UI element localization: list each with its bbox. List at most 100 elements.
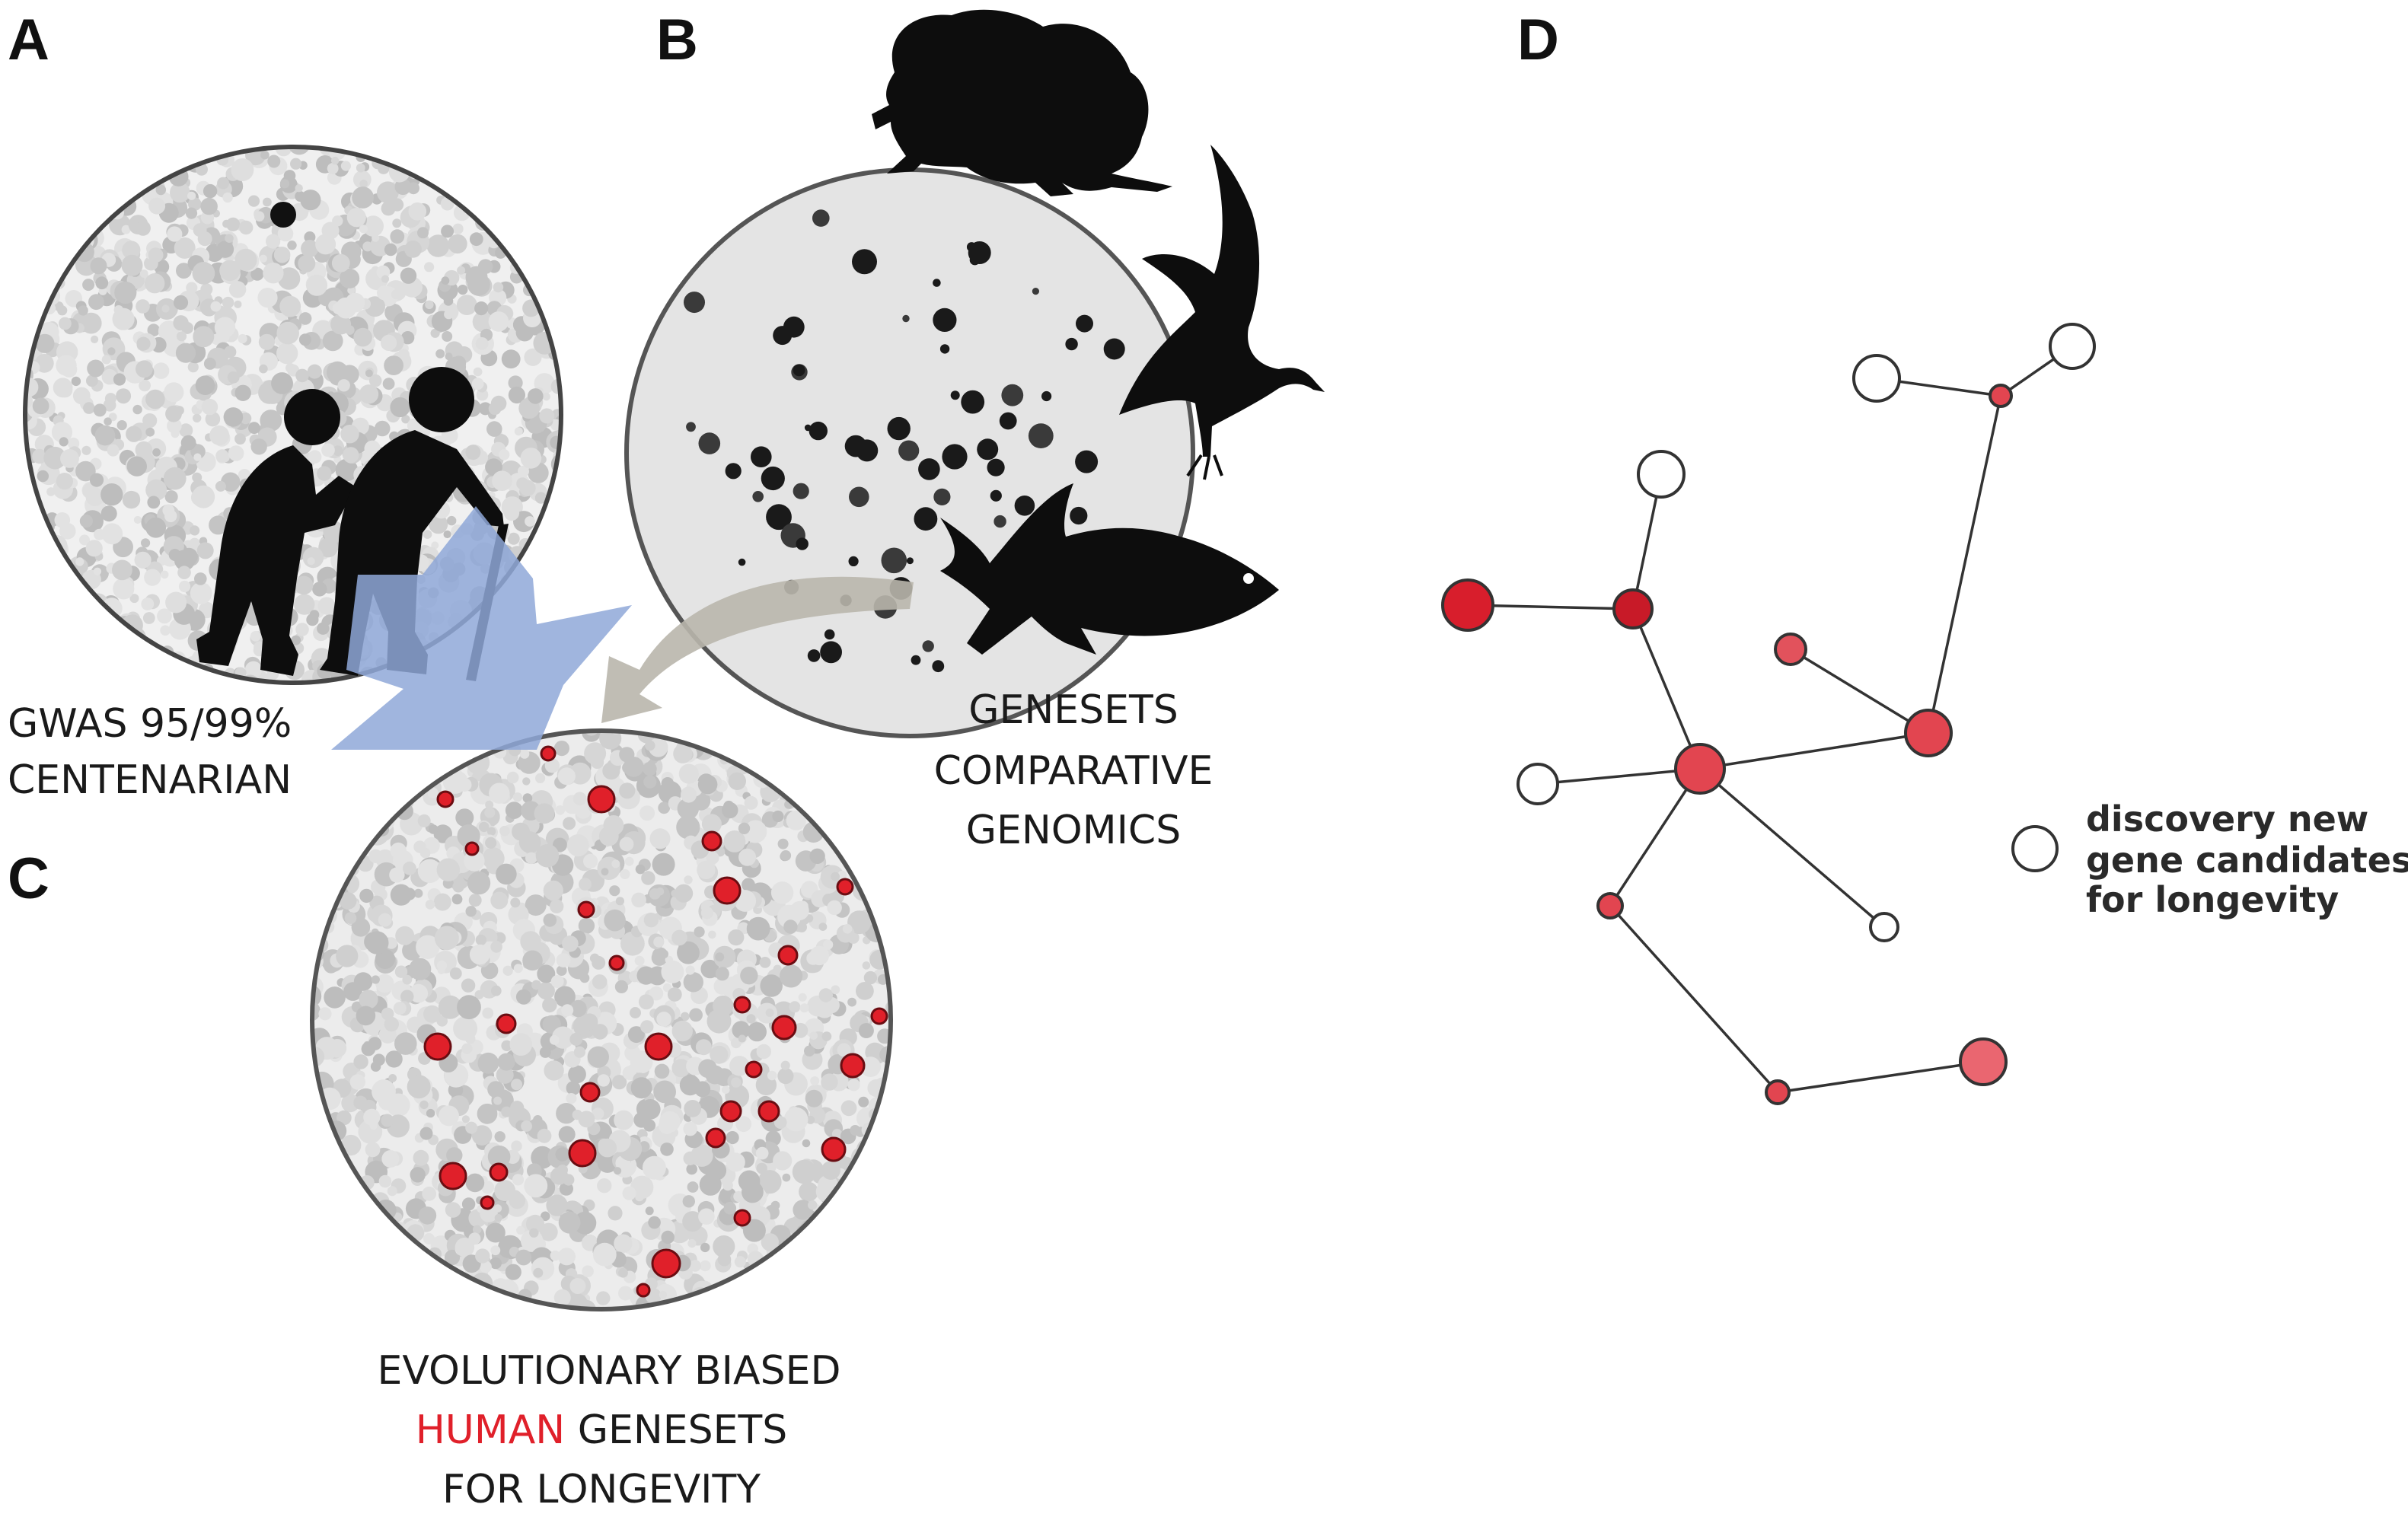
background-gene-dot [294,594,315,615]
network-node-candidate [1852,354,1901,403]
background-gene-dot [747,1021,767,1042]
background-gene-dot [444,1249,461,1266]
background-gene-dot [413,840,426,853]
background-gene-dot [676,815,700,840]
background-gene-dot [533,1115,543,1125]
background-gene-dot [558,1211,581,1234]
background-gene-dot [433,893,451,911]
background-gene-dot [804,1045,815,1057]
background-gene-dot [53,378,73,398]
background-gene-dot [765,1009,774,1017]
background-gene-dot [250,438,267,455]
species-gene-dot [1103,338,1125,360]
longevity-gene-dot [771,1015,797,1041]
background-gene-dot [695,1039,712,1056]
background-gene-dot [648,1216,661,1229]
background-gene-dot [746,1014,756,1024]
background-gene-dot [157,608,172,624]
background-gene-dot [448,234,467,254]
species-gene-dot [932,660,945,673]
background-gene-dot [598,826,619,846]
background-gene-dot [677,798,699,820]
background-gene-dot [601,868,609,876]
background-gene-dot [214,317,236,338]
background-gene-dot [327,163,339,174]
background-gene-dot [441,225,454,238]
background-gene-dot [197,231,212,247]
background-gene-dot [116,388,132,404]
species-gene-dot [887,416,911,441]
background-gene-dot [203,183,218,199]
background-gene-dot [127,492,140,504]
panel-letter-b: B [656,8,698,72]
background-gene-dot [809,848,825,865]
background-gene-dot [239,220,254,235]
background-gene-dot [145,517,167,538]
background-gene-dot [490,1257,502,1270]
background-gene-dot [512,822,530,841]
background-gene-dot [456,295,477,315]
background-gene-dot [622,1066,637,1080]
background-gene-dot [403,861,416,875]
background-gene-dot [209,425,230,445]
species-gene-dot [807,649,821,662]
background-gene-dot [681,786,697,803]
species-gene-dot [906,557,914,565]
background-gene-dot [83,402,95,414]
species-gene-dot [761,466,785,491]
background-gene-dot [622,761,635,774]
background-gene-dot [397,349,410,361]
background-gene-dot [722,1180,733,1191]
species-gene-dot [933,279,941,287]
species-gene-dot [902,314,910,323]
background-gene-dot [477,259,493,275]
background-gene-dot [79,515,93,528]
background-gene-dot [192,472,203,483]
species-gene-dot [990,489,1002,502]
background-gene-dot [298,333,311,346]
panel-d [1441,323,2096,1105]
background-gene-dot [608,1206,623,1221]
network-node [1441,578,1494,632]
background-gene-dot [522,950,543,971]
background-gene-dot [461,1115,470,1123]
background-gene-dot [627,1026,645,1044]
background-gene-dot [340,425,359,444]
background-gene-dot [619,782,636,799]
background-gene-dot [566,1081,581,1095]
background-gene-dot [550,1250,560,1261]
background-gene-dot [604,909,626,932]
background-gene-dot [524,348,542,366]
network-node-candidate [1637,450,1686,499]
background-gene-dot [573,1211,597,1235]
background-gene-dot [434,926,459,951]
species-gene-dot [793,364,805,377]
background-gene-dot [461,1043,473,1055]
background-gene-dot [782,1173,791,1182]
longevity-gene-dot [579,1082,601,1103]
background-gene-dot [659,1290,668,1299]
background-gene-dot [56,473,73,490]
background-gene-dot [100,505,117,522]
background-gene-dot [581,1013,598,1031]
background-gene-dot [87,359,105,378]
background-gene-dot [630,1077,652,1099]
background-gene-dot [767,1070,777,1081]
background-gene-dot [259,364,268,374]
longevity-gene-dot [745,1060,763,1079]
background-gene-dot [329,287,342,300]
background-gene-dot [224,346,237,359]
background-gene-dot [144,569,161,586]
background-gene-dot [164,490,178,504]
background-gene-dot [583,853,598,868]
longevity-gene-dot [489,1162,509,1182]
background-gene-dot [757,1170,782,1194]
background-gene-dot [620,931,645,956]
background-gene-dot [661,960,684,983]
background-gene-dot [371,975,380,984]
background-gene-dot [318,1007,332,1021]
network-node [1989,384,2013,408]
background-gene-dot [121,225,131,234]
background-gene-dot [171,429,180,438]
background-gene-dot [744,820,767,843]
